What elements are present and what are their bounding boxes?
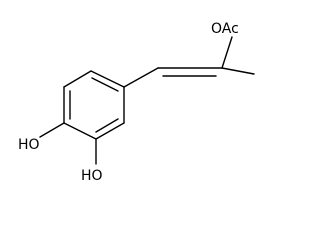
methyl-bond (221, 67, 255, 75)
ring-bond-4 (63, 122, 97, 140)
ring-bond-3 (95, 122, 125, 140)
ring-bond-1 (90, 70, 125, 88)
ring-to-vinyl-bond (123, 67, 159, 88)
ring-bond-6 (63, 70, 92, 88)
structure-diagram: OAc HO HO (18, 21, 255, 184)
carbon-to-oxygen-bond (221, 36, 233, 69)
top-hydroxyl-bond (39, 122, 65, 138)
hydroxyl-bottom-label: HO (81, 168, 103, 184)
hydroxyl-top-label: HO (18, 137, 40, 153)
ring-inner-bond-top (91, 77, 119, 92)
acetoxy-label: OAc (211, 21, 239, 37)
benzene-ring (63, 70, 125, 140)
side-chain (123, 36, 255, 88)
ring-inner-bond-bottom (95, 118, 119, 133)
hydroxyl-bonds (39, 122, 97, 165)
